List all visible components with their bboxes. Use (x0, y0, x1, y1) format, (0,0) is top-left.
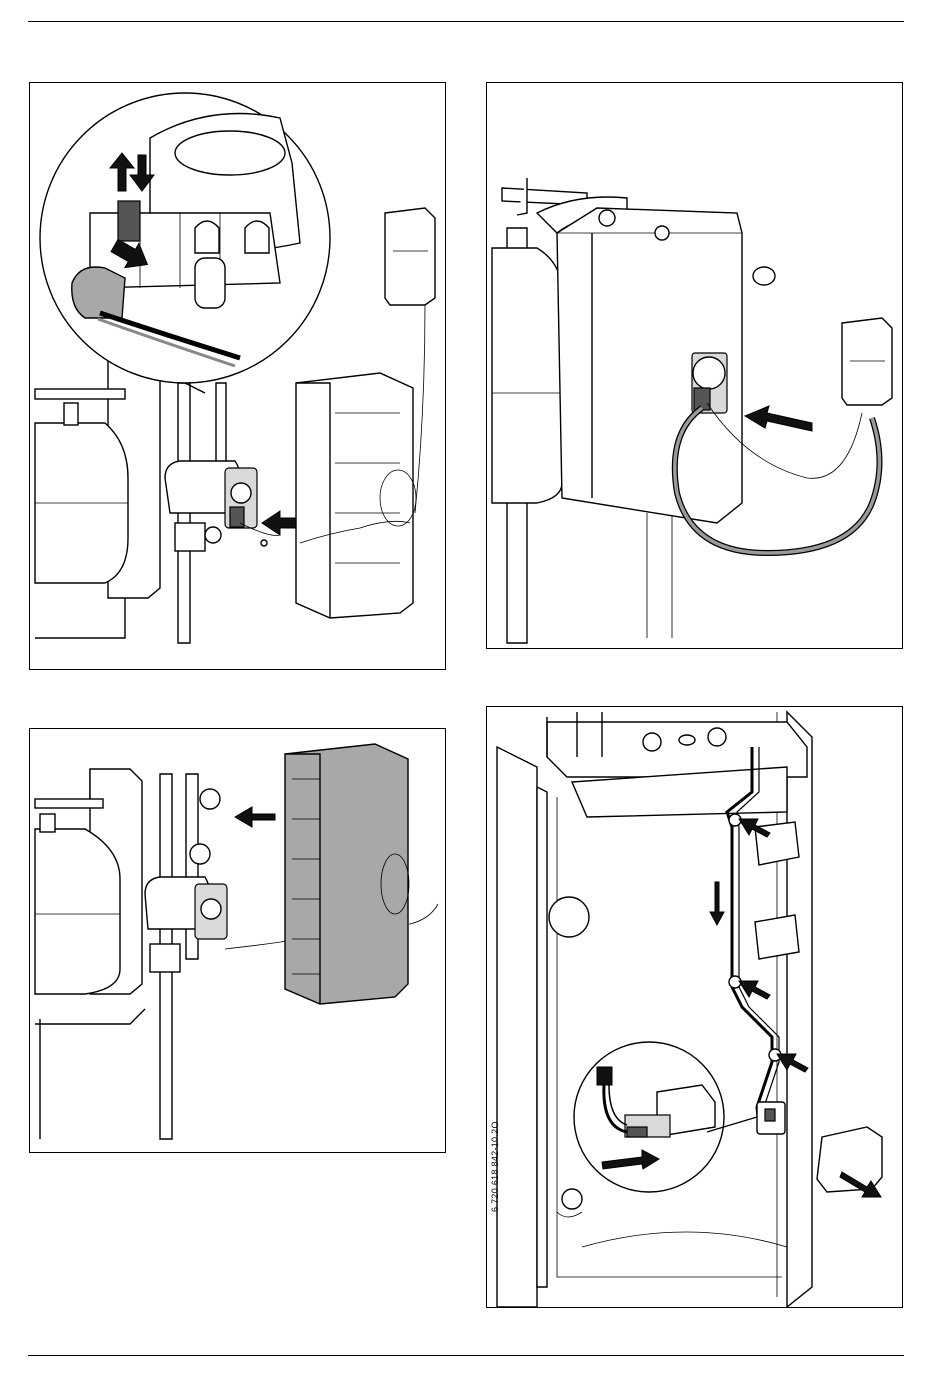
push-arrow (745, 406, 812, 431)
figure-panel-1 (29, 82, 446, 670)
insulation-cover (296, 373, 413, 618)
casing-hole (549, 897, 589, 937)
illustration-remove-cover (30, 729, 445, 1152)
figure-panel-4 (486, 706, 903, 1308)
cable-boot (72, 267, 125, 318)
remove-arrow (235, 807, 275, 827)
illustration-pump-cable-connect (487, 83, 902, 648)
valve (175, 523, 205, 551)
casing-right (787, 712, 812, 1307)
pump-connector (694, 388, 710, 410)
outdoor-sensor (385, 208, 435, 305)
outdoor-sensor (842, 318, 892, 405)
direction-arrow-down (710, 882, 724, 925)
illustration-pump-cable-disconnect (30, 83, 445, 669)
casing-left (497, 747, 537, 1307)
figure-panel-3 (29, 728, 446, 1153)
illustration-cable-routing (487, 707, 902, 1307)
expansion-vessel (35, 829, 120, 994)
cable-plug (118, 201, 140, 241)
insulation-cover-dark (285, 744, 408, 1004)
footer-rule (28, 1355, 904, 1356)
figure-panel-2 (486, 82, 903, 649)
figure-code: 6 720 618 842-10.2O (490, 1121, 500, 1212)
cable-end (597, 1067, 612, 1085)
expansion-vessel (492, 248, 562, 503)
header-rule (28, 21, 904, 22)
remove-arrow (262, 511, 300, 535)
vessel-fitting (64, 403, 78, 425)
